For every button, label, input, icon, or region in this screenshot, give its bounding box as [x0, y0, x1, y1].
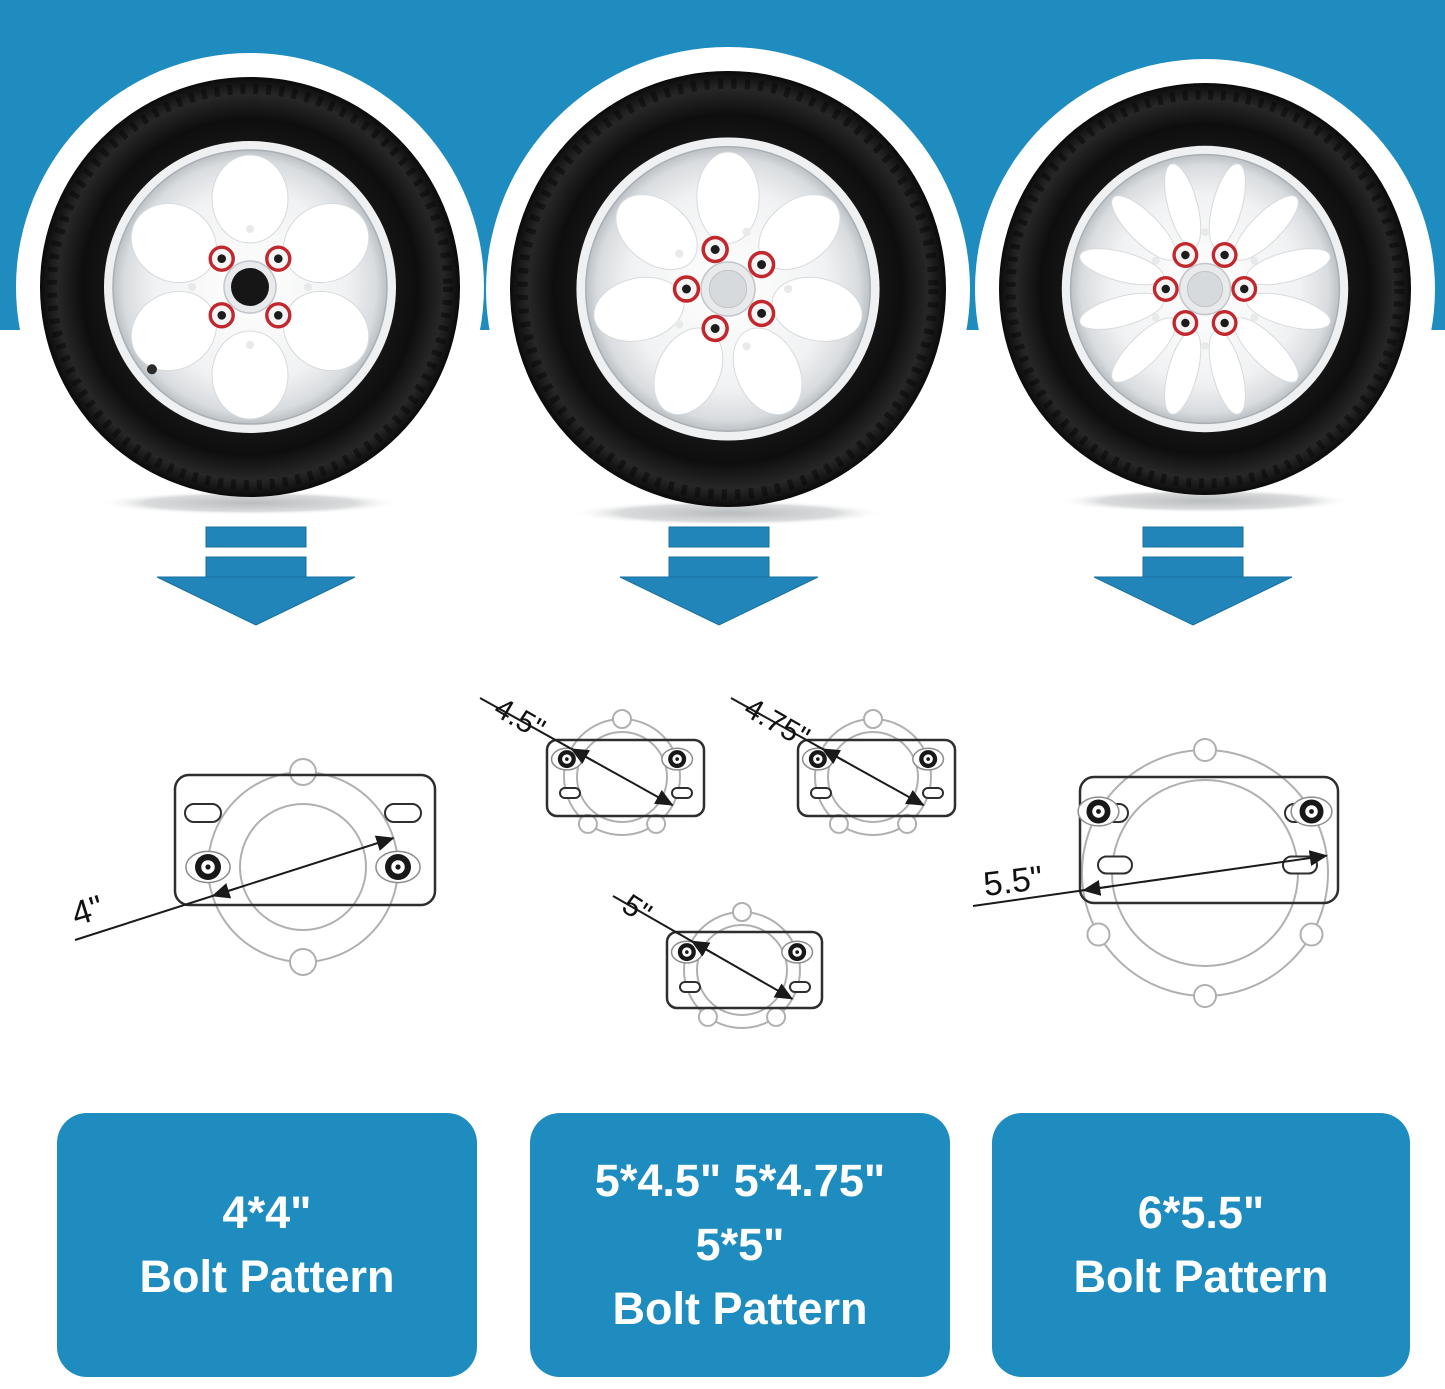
- lug-hole: [1193, 738, 1217, 762]
- lug-hole: [1193, 984, 1217, 1008]
- pattern-box-line: Bolt Pattern: [1073, 1251, 1329, 1302]
- pattern-box-line: Bolt Pattern: [139, 1251, 395, 1302]
- bolt: [375, 850, 421, 884]
- lug-hole: [612, 709, 632, 729]
- measurement-label: 4": [67, 888, 108, 933]
- lug-hole: [1299, 922, 1324, 947]
- lug-hole: [897, 813, 918, 834]
- lug-hole: [1086, 922, 1111, 947]
- bolt-pattern-diagram-2: 4.75": [730, 691, 957, 836]
- bolt-pattern-diagram-4: 5.5": [972, 738, 1340, 1008]
- pattern-box-4x4: 4*4" Bolt Pattern: [57, 1113, 477, 1377]
- measurement-label: 4.75": [739, 691, 815, 754]
- mount-slot: [789, 981, 811, 993]
- pattern-box-6x55: 6*5.5" Bolt Pattern: [992, 1113, 1410, 1377]
- bolt: [912, 747, 945, 771]
- mount-slot: [1282, 855, 1318, 875]
- bolt: [670, 940, 703, 964]
- wheel-shadow: [98, 491, 402, 515]
- lug-hole: [577, 813, 598, 834]
- mount-slot: [184, 803, 222, 823]
- pattern-box-line: 5*5": [695, 1219, 785, 1271]
- lug-hole: [289, 758, 317, 786]
- bolt: [1290, 796, 1333, 827]
- bolt-pattern-diagram-3: 5": [612, 888, 824, 1029]
- lug-hole: [697, 1006, 718, 1027]
- pattern-box-5-lug: 5*4.5" 5*4.75" 5*5" Bolt Pattern: [530, 1113, 950, 1377]
- bolt-pattern-diagram-0: 4": [67, 758, 437, 976]
- down-arrow-icon: [1093, 526, 1293, 626]
- lug-hole: [863, 709, 883, 729]
- mount-slot: [1097, 855, 1133, 875]
- down-arrow-icon: [156, 526, 356, 626]
- wheel-shadow: [1056, 489, 1354, 513]
- license-plate-bracket: [665, 930, 824, 1010]
- mount-slot: [810, 787, 832, 799]
- mount-slot: [922, 787, 944, 799]
- measurement-label: 5": [616, 888, 657, 931]
- bolt: [1077, 796, 1120, 827]
- pattern-box-line: 4*4": [222, 1187, 312, 1239]
- bolt: [661, 747, 694, 771]
- wheel-shadow: [571, 500, 885, 526]
- license-plate-bracket: [1078, 775, 1340, 905]
- lug-hole: [289, 948, 317, 976]
- measurement-arrow: [612, 895, 794, 1000]
- license-plate-bracket: [173, 773, 437, 907]
- mount-slot: [1284, 803, 1322, 823]
- lug-hole: [732, 902, 752, 922]
- bolt: [781, 940, 814, 964]
- bolt: [801, 747, 834, 771]
- lug-hole: [646, 813, 667, 834]
- bolt-pattern-diagram-1: 4.5": [479, 691, 706, 836]
- down-arrow-icon: [619, 526, 819, 626]
- mount-slot: [384, 803, 422, 823]
- mount-slot: [679, 981, 701, 993]
- measurement-arrow: [74, 835, 395, 941]
- pattern-box-line: 5*4.5" 5*4.75": [594, 1155, 886, 1207]
- mount-slot: [559, 787, 581, 799]
- measurement-arrow: [730, 697, 925, 807]
- measurement-label: 4.5": [489, 691, 551, 746]
- pattern-box-line: Bolt Pattern: [612, 1282, 868, 1334]
- lug-hole: [766, 1006, 787, 1027]
- lug-hole: [828, 813, 849, 834]
- license-plate-bracket: [796, 738, 957, 818]
- measurement-arrow: [479, 697, 674, 807]
- mount-slot: [1091, 803, 1129, 823]
- mount-slot: [671, 787, 693, 799]
- measurement-arrow: [972, 850, 1328, 907]
- header-band: [0, 0, 1445, 330]
- bolt: [185, 850, 231, 884]
- valve-stem: [146, 364, 157, 375]
- bolt: [550, 747, 583, 771]
- license-plate-bracket: [545, 738, 706, 818]
- pattern-box-line: 6*5.5": [1137, 1187, 1265, 1239]
- measurement-label: 5.5": [981, 859, 1045, 904]
